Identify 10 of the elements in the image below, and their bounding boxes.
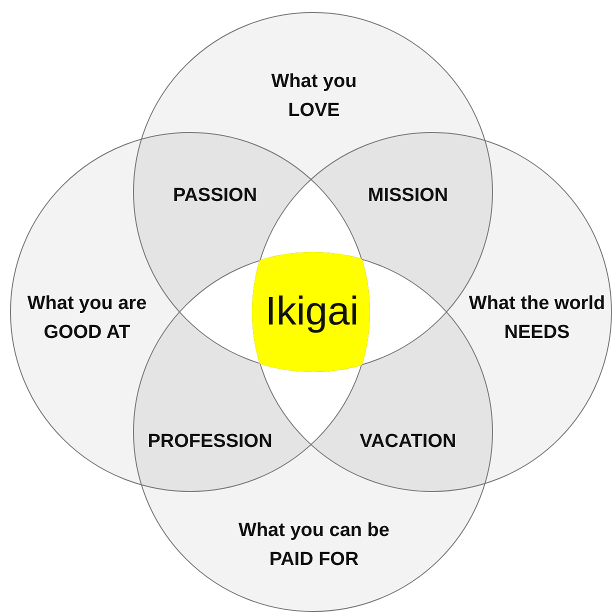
- overlap-label: PASSION: [172, 185, 258, 207]
- overlap-label: PROFESSION: [148, 431, 272, 453]
- center-label: Ikigai: [265, 290, 359, 334]
- overlap-label: VACATION: [360, 431, 456, 453]
- center-region: [252, 252, 372, 372]
- circle-label: What you are GOOD AT: [26, 292, 148, 345]
- circle-label: What you LOVE: [270, 70, 358, 123]
- circle-label: What the world NEEDS: [468, 292, 606, 345]
- circle-label: What you can be PAID FOR: [238, 519, 390, 572]
- overlap-label: MISSION: [368, 185, 448, 207]
